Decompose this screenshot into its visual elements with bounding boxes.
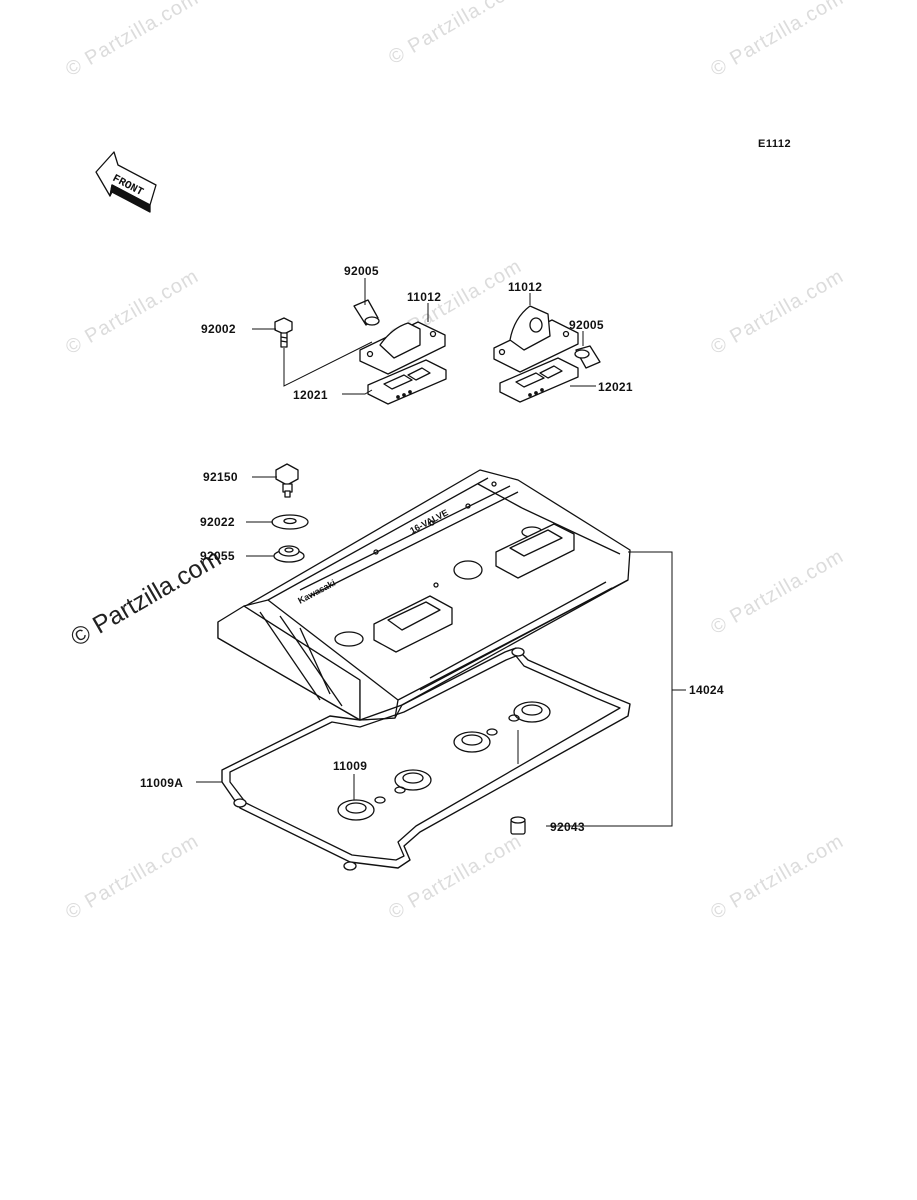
reed-cover-11012-right [493,305,579,373]
part-label-92022[interactable]: 92022 [200,515,235,529]
leader-lines [196,278,686,827]
bolt-92002 [274,317,293,348]
bolt-92150 [275,463,299,498]
cap-92005-left [353,299,380,326]
reed-cover-11012-left [359,321,446,375]
part-label-92005[interactable]: 92005 [569,318,604,332]
diagram-code: E1112 [758,138,792,150]
plug-seals-11009 [337,701,551,821]
part-label-11009A[interactable]: 11009A [140,776,184,790]
reed-plate-12021-right [499,357,579,403]
part-label-12021[interactable]: 12021 [598,380,633,394]
gasket-11009A [221,647,631,871]
part-label-12021[interactable]: 12021 [293,388,328,402]
cap-92005-right [574,345,601,369]
grommet-92055 [273,545,305,563]
pin-92043 [510,816,526,835]
part-label-92055[interactable]: 92055 [200,549,235,563]
part-label-11009[interactable]: 11009 [333,759,368,773]
part-label-92150[interactable]: 92150 [203,470,238,484]
part-label-92002[interactable]: 92002 [201,322,236,336]
part-label-14024[interactable]: 14024 [689,683,724,697]
washer-92022 [271,514,309,530]
part-label-92005[interactable]: 92005 [344,264,379,278]
front-arrow-icon: FRONT [95,151,157,213]
cylinder-head-cover-14024: Kawasaki 16-VALVE [217,469,631,721]
reed-plate-12021-left [367,359,447,405]
part-label-11012[interactable]: 11012 [407,290,442,304]
part-label-11012[interactable]: 11012 [508,280,543,294]
part-label-92043[interactable]: 92043 [550,820,585,834]
